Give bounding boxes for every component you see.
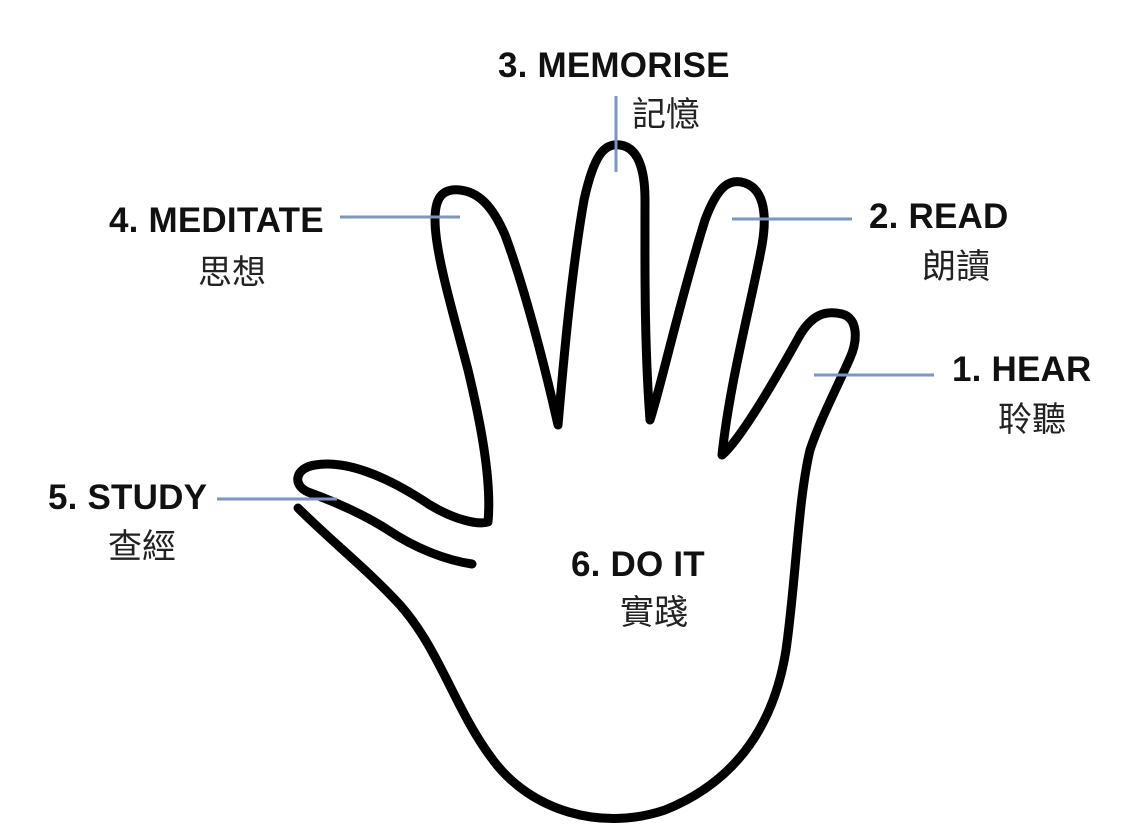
hear-subtitle: 聆聽 [998,400,1066,440]
study-subtitle: 查經 [108,527,176,567]
do-it-title: 6. DO IT [571,545,705,584]
do-it-subtitle: 實踐 [620,593,688,633]
study-title: 5. STUDY [48,478,208,517]
hand-outline [293,140,860,824]
read-subtitle: 朗讀 [922,247,990,287]
meditate-title: 4. MEDITATE [109,201,324,240]
hear-title: 1. HEAR [952,350,1092,389]
meditate-subtitle: 思想 [198,253,266,293]
memorise-title: 3. MEMORISE [498,46,730,85]
memorise-subtitle: 記憶 [632,95,700,135]
read-title: 2. READ [869,197,1009,236]
